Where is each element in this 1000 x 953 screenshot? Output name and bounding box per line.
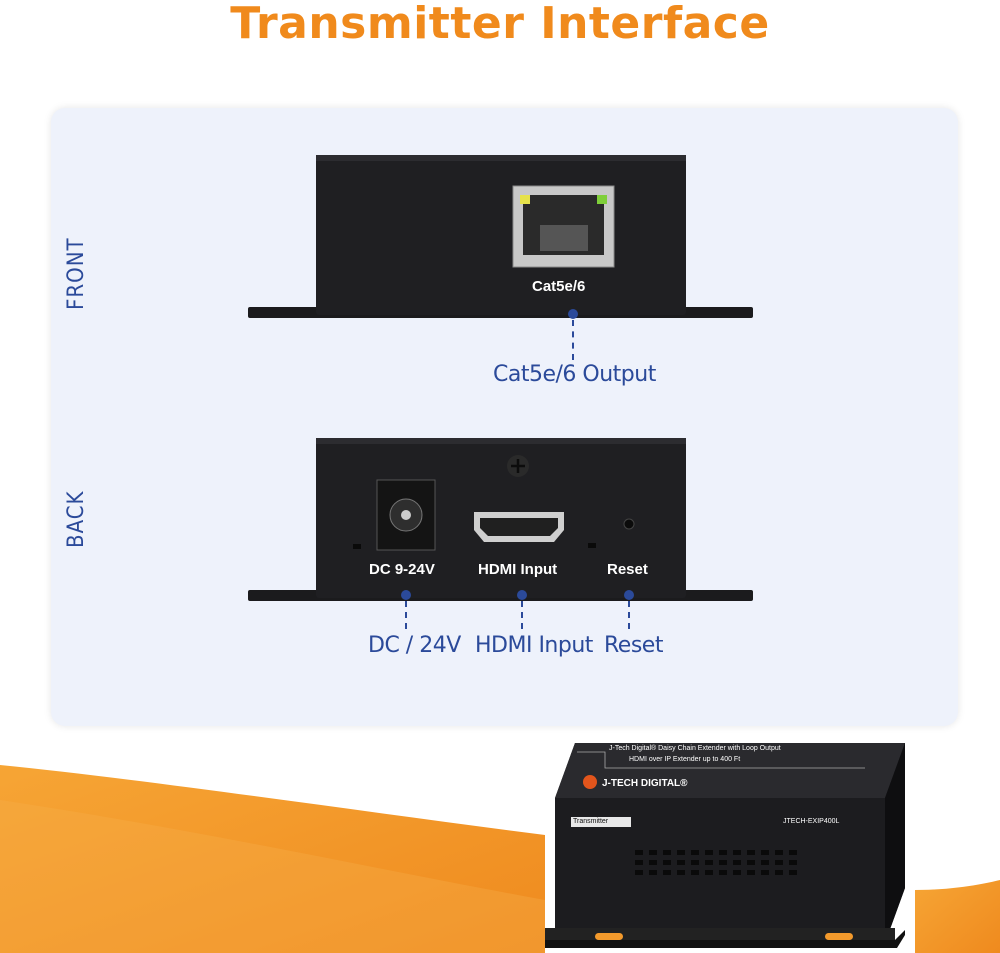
dc-callout-dot bbox=[401, 590, 411, 600]
front-callout-line bbox=[572, 320, 574, 360]
product-brand: J-TECH DIGITAL® bbox=[602, 778, 688, 789]
product-model: JTECH-EXIP400L bbox=[783, 818, 840, 825]
front-label: FRONT bbox=[64, 237, 89, 310]
dc-jack-icon bbox=[376, 479, 436, 551]
dc-callout-line bbox=[405, 601, 407, 629]
reset-button-icon bbox=[623, 518, 635, 530]
front-panel-device bbox=[248, 155, 753, 318]
orange-wave-background bbox=[0, 765, 1000, 953]
back-label: BACK bbox=[64, 490, 89, 548]
back-panel-device bbox=[248, 438, 753, 601]
dc-port-label: DC 9-24V bbox=[369, 561, 435, 578]
reset-callout-dot bbox=[624, 590, 634, 600]
hdmi-callout: HDMI Input bbox=[475, 633, 593, 658]
front-port-label: Cat5e/6 bbox=[532, 278, 586, 295]
product-line1: J-Tech Digital® Daisy Chain Extender wit… bbox=[609, 745, 781, 752]
brand-logo-icon bbox=[583, 775, 597, 789]
hdmi-callout-line bbox=[521, 601, 523, 629]
front-callout-dot bbox=[568, 309, 578, 319]
front-callout-cat5e: Cat5e/6 Output bbox=[493, 362, 656, 387]
product-line2: HDMI over IP Extender up to 400 Ft bbox=[629, 756, 741, 763]
product-badge: Transmitter bbox=[573, 818, 609, 825]
product-photo: J-Tech Digital® Daisy Chain Extender wit… bbox=[545, 738, 915, 948]
page-title: Transmitter Interface bbox=[230, 0, 770, 49]
hdmi-callout-dot bbox=[517, 590, 527, 600]
hdmi-port-icon bbox=[474, 512, 564, 542]
dc-callout: DC / 24V bbox=[368, 633, 461, 658]
screw-icon bbox=[507, 455, 529, 477]
rj45-port-icon bbox=[512, 185, 615, 268]
reset-callout-line bbox=[628, 601, 630, 629]
reset-callout: Reset bbox=[604, 633, 663, 658]
reset-port-label: Reset bbox=[607, 561, 648, 578]
hdmi-port-label: HDMI Input bbox=[478, 561, 558, 578]
